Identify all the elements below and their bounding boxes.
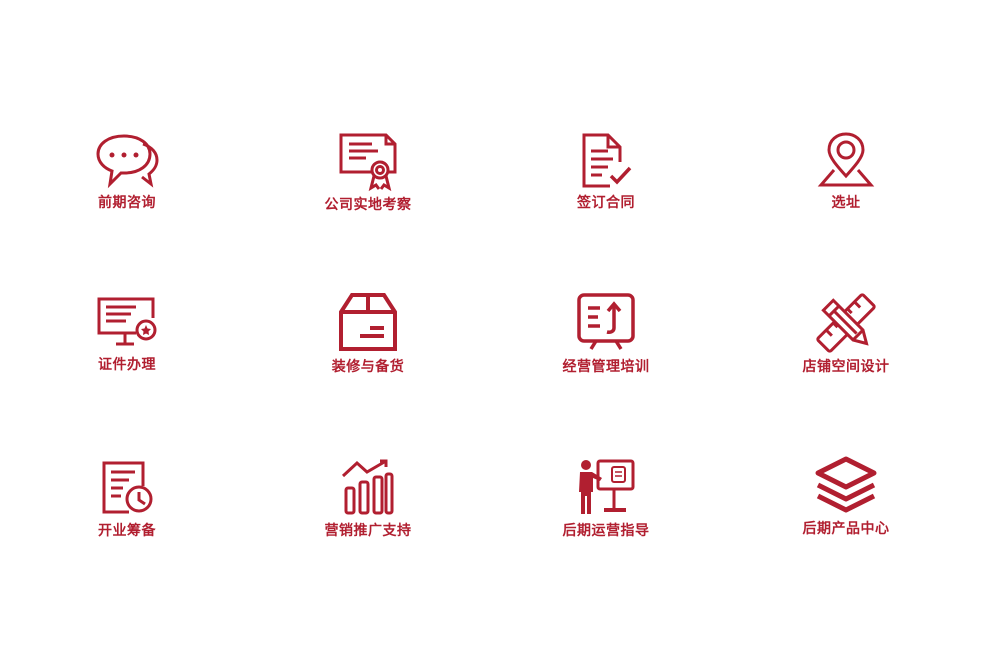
certificate-icon [339, 133, 397, 192]
service-item-operations[interactable]: 后期运营指导 [526, 458, 686, 540]
service-item-site[interactable]: 选址 [766, 132, 926, 212]
service-item-opening[interactable]: 开业筹备 [47, 460, 207, 540]
service-item-inspection[interactable]: 公司实地考察 [288, 132, 448, 214]
service-label: 营销推广支持 [324, 523, 412, 539]
service-item-products[interactable]: 后期产品中心 [766, 456, 926, 538]
service-label: 后期运营指导 [562, 523, 650, 539]
service-item-marketing[interactable]: 营销推广支持 [288, 458, 448, 540]
service-label: 公司实地考察 [324, 197, 412, 213]
service-item-renovation[interactable]: 装修与备货 [288, 292, 448, 376]
chat-bubbles-icon [96, 134, 159, 189]
service-label: 证件办理 [98, 357, 156, 373]
service-item-training[interactable]: 经营管理培训 [526, 292, 686, 376]
service-label: 签订合同 [577, 195, 635, 211]
board-icon [577, 293, 635, 350]
presenter-icon [579, 459, 635, 514]
box-icon [339, 293, 397, 351]
layers-icon [815, 456, 877, 513]
service-item-design[interactable]: 店铺空间设计 [766, 293, 926, 376]
pencil-ruler-icon [816, 293, 876, 353]
growth-chart-icon [341, 459, 394, 515]
service-label: 前期咨询 [98, 195, 156, 211]
service-label: 装修与备货 [331, 359, 405, 375]
service-label: 开业筹备 [98, 523, 156, 539]
monitor-badge-icon [97, 297, 157, 346]
signed-document-icon [582, 133, 632, 188]
service-item-contract[interactable]: 签订合同 [526, 132, 686, 212]
location-pin-icon [817, 132, 875, 187]
document-clock-icon [102, 461, 153, 514]
service-item-consult[interactable]: 前期咨询 [47, 132, 207, 212]
service-item-permits[interactable]: 证件办理 [47, 296, 207, 374]
service-label: 经营管理培训 [562, 359, 650, 375]
service-label: 后期产品中心 [802, 521, 890, 537]
service-label: 店铺空间设计 [802, 359, 890, 375]
service-label: 选址 [831, 195, 861, 211]
